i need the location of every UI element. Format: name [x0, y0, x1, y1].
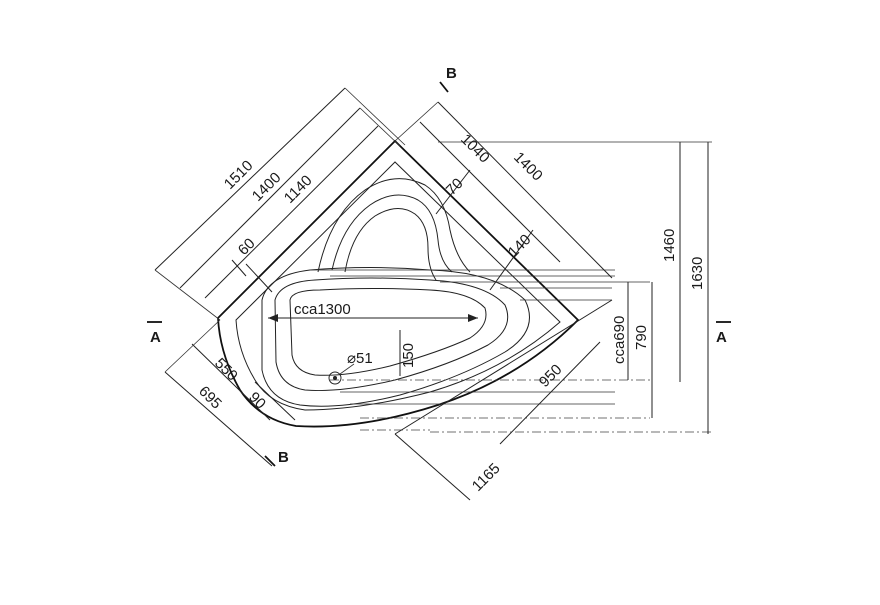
ext-line-tr-1 — [394, 101, 439, 142]
section-b-bottom: B — [278, 449, 289, 466]
dim-790: 790 — [633, 325, 650, 350]
dim-150: 150 — [400, 343, 417, 368]
dim-550: 550 — [211, 355, 241, 385]
dim-1040: 1040 — [457, 131, 493, 167]
tub-rim-line — [235, 161, 561, 411]
dim-1400-right: 1400 — [510, 149, 546, 185]
dim-phi51: ⌀51 — [347, 350, 373, 367]
lower-basin-inner — [289, 288, 487, 376]
dim-1460: 1460 — [661, 229, 678, 262]
dim-60: 60 — [235, 235, 259, 259]
section-a-left: A — [150, 329, 161, 346]
dim-line-1400-right — [437, 101, 613, 279]
dim-140: 140 — [505, 231, 535, 261]
dim-950: 950 — [536, 361, 566, 391]
drain-center — [333, 376, 337, 380]
lower-basin-mid — [274, 277, 509, 392]
ext-line-tl-1 — [344, 87, 406, 146]
dim-1630: 1630 — [689, 257, 706, 290]
dim-1140: 1140 — [281, 172, 316, 207]
dim-line-1510 — [154, 87, 346, 271]
dim-line-1040 — [419, 121, 561, 263]
ext-line-bl-1 — [164, 319, 221, 373]
arrow-cca1300-right — [468, 314, 478, 322]
upper-basin-inner — [344, 208, 437, 281]
dim-line-1165a — [394, 299, 613, 435]
dim-line-1140 — [204, 125, 379, 299]
dim-line-70 — [435, 169, 471, 215]
dim-695: 695 — [195, 383, 225, 413]
section-b-top-mark — [439, 81, 449, 93]
dim-line-695 — [164, 371, 273, 467]
dim-line-140 — [489, 229, 534, 291]
section-a-right: A — [716, 329, 727, 346]
dim-1510: 1510 — [221, 157, 257, 193]
tub-outer-outline — [217, 139, 580, 428]
ext-line-tl-2 — [359, 107, 401, 147]
drain-circle — [328, 371, 342, 385]
arrow-cca1300-left — [268, 314, 278, 322]
section-b-bottom-mark — [264, 455, 276, 467]
upper-basin-mid — [331, 194, 453, 273]
dim-line-1400-left — [179, 107, 361, 289]
dim-line-950 — [499, 341, 601, 445]
section-b-top: B — [446, 65, 457, 82]
dim-line-60 — [231, 259, 247, 277]
dim-line-550 — [191, 343, 271, 421]
dim-cca1300: cca1300 — [294, 301, 351, 318]
lower-basin-outer — [261, 267, 530, 407]
drain-leader — [339, 363, 355, 375]
dim-line-60b — [245, 263, 273, 293]
dim-line-90 — [254, 381, 296, 421]
dim-cca690: cca690 — [611, 316, 628, 364]
upper-basin-outer — [317, 178, 471, 273]
dim-line-1165b — [394, 433, 471, 501]
dim-1165: 1165 — [469, 460, 504, 495]
ext-line-tl-3 — [154, 269, 221, 321]
